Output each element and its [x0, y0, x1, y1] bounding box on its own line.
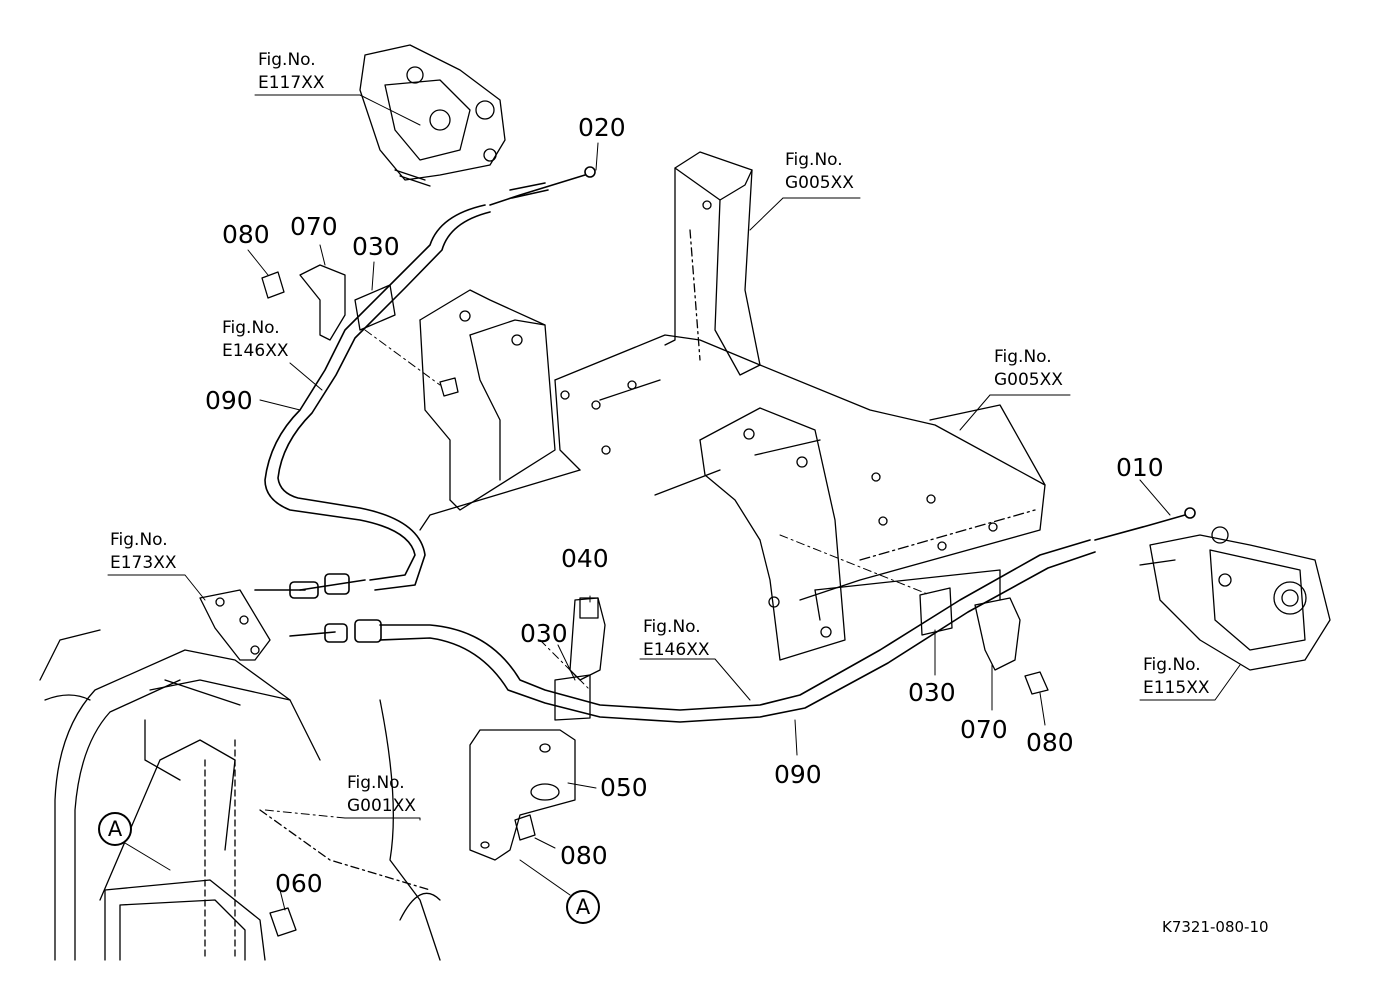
part-label-080: 080: [222, 220, 270, 249]
fig-ref-label: Fig.No.: [785, 150, 843, 170]
vertical-post: [664, 151, 761, 376]
fig-ref-e115: Fig.No. E115XX: [1143, 655, 1209, 701]
fig-ref-e117: Fig.No. E117XX: [258, 50, 324, 96]
view-marker-a: A: [98, 812, 132, 846]
fig-ref-code: G005XX: [994, 370, 1063, 390]
clamp-030: [354, 284, 953, 721]
bracket-070: [299, 264, 1021, 671]
fig-ref-label: Fig.No.: [994, 347, 1052, 367]
bracket-040: [569, 597, 606, 681]
part-label-070: 070: [960, 715, 1008, 744]
part-label-040: 040: [561, 544, 609, 573]
part-label-050: 050: [600, 773, 648, 802]
fig-ref-label: Fig.No.: [110, 530, 168, 550]
fig-ref-label: Fig.No.: [1143, 655, 1201, 675]
part-label-070: 070: [290, 212, 338, 241]
left-upright: [419, 289, 556, 511]
view-marker-a: A: [566, 890, 600, 924]
frame-plate: [419, 334, 1046, 601]
part-label-080: 080: [1026, 728, 1074, 757]
part-label-010: 010: [1116, 453, 1164, 482]
fig-ref-code: E117XX: [258, 73, 325, 93]
fig-ref-code: E115XX: [1143, 678, 1210, 698]
fig-ref-code: E146XX: [222, 341, 289, 361]
bolts: [261, 271, 1049, 937]
part-label-030: 030: [908, 678, 956, 707]
part-label-090: 090: [205, 386, 253, 415]
fig-ref-label: Fig.No.: [347, 773, 405, 793]
part-label-060: 060: [275, 869, 323, 898]
fig-ref-code: E146XX: [643, 640, 710, 660]
right-upright: [699, 407, 1001, 661]
fig-ref-label: Fig.No.: [258, 50, 316, 70]
part-label-030: 030: [520, 619, 568, 648]
cable-010: [289, 507, 1196, 723]
cable-020: [254, 166, 596, 599]
fig-ref-code: G005XX: [785, 173, 854, 193]
anchor-plate: [199, 589, 271, 661]
left-caliper: [359, 44, 506, 187]
drawing-code: K7321-080-10: [1162, 918, 1269, 936]
bracket-050: [469, 729, 576, 861]
part-label-090: 090: [774, 760, 822, 789]
fig-ref-e173: Fig.No. E173XX: [110, 530, 176, 576]
fig-ref-g001: Fig.No. G001XX: [347, 773, 416, 819]
fig-ref-e146-center: Fig.No. E146XX: [643, 617, 709, 663]
part-label-030: 030: [352, 232, 400, 261]
fig-ref-e146-left: Fig.No. E146XX: [222, 318, 288, 364]
fig-ref-label: Fig.No.: [643, 617, 701, 637]
fig-ref-g005-top: Fig.No. G005XX: [785, 150, 854, 196]
fig-ref-g005-mid: Fig.No. G005XX: [994, 347, 1063, 393]
leader-lines: [107, 94, 1241, 911]
part-label-020: 020: [578, 113, 626, 142]
right-caliper: [1139, 526, 1331, 671]
fig-ref-code: E173XX: [110, 553, 177, 573]
fig-ref-label: Fig.No.: [222, 318, 280, 338]
front-structure: [39, 629, 441, 961]
fig-ref-code: G001XX: [347, 796, 416, 816]
part-label-080: 080: [560, 841, 608, 870]
